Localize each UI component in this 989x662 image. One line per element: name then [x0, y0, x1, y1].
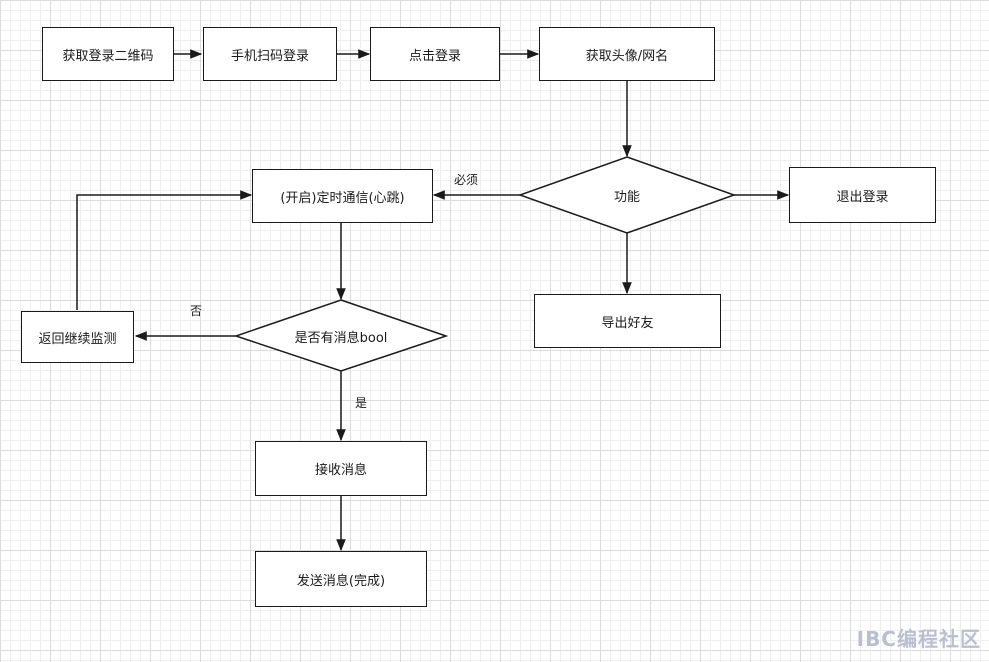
has-msg-diamond: [233, 299, 449, 372]
edge-label-yes: 是: [355, 396, 368, 410]
has-msg-diamond-label: 是否有消息bool: [294, 330, 388, 346]
node-heartbeat: (开启)定时通信(心跳): [252, 169, 433, 223]
node-click-login: 点击登录: [370, 27, 500, 81]
node-export-friends: 导出好友: [534, 294, 721, 348]
node-scan: 手机扫码登录: [203, 27, 337, 81]
node-receive: 接收消息: [255, 441, 427, 496]
node-logout: 退出登录: [789, 167, 936, 223]
node-get-avatar: 获取头像/网名: [539, 27, 715, 81]
function-diamond-label: 功能: [613, 189, 640, 205]
function-diamond: [517, 156, 737, 234]
node-send-done: 发送消息(完成): [255, 551, 427, 607]
watermark-logo: IBC编程社区: [856, 627, 981, 651]
node-get-qr: 获取登录二维码: [42, 27, 174, 81]
edge-label-no: 否: [190, 304, 203, 318]
node-return-monitor: 返回继续监测: [21, 311, 134, 363]
edge-label-required: 必须: [454, 173, 479, 187]
arrow-return-to-heartbeat: [76, 190, 253, 310]
